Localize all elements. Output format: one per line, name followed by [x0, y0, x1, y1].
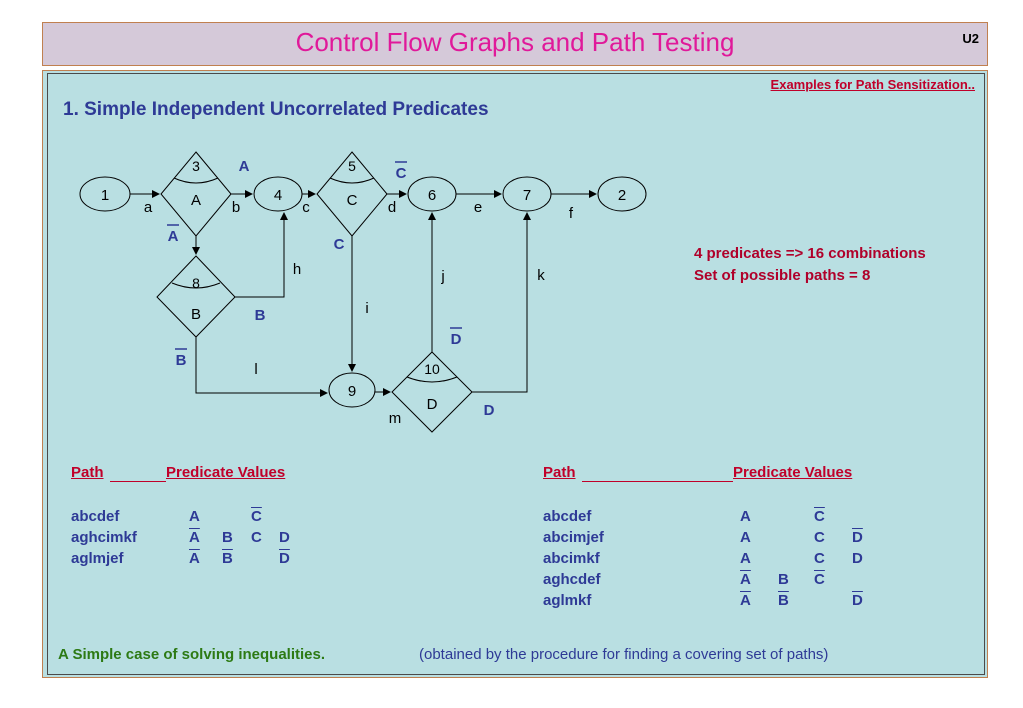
node-6: 6 [407, 176, 457, 212]
node-7-label: 7 [523, 187, 531, 204]
panel-border [47, 73, 985, 675]
table-left-row-pred: A [189, 529, 200, 546]
table-left-row-pred: D [279, 529, 290, 546]
edge-label-j: j [440, 268, 444, 285]
decision-10-pred: D [427, 396, 438, 413]
page-title: Control Flow Graphs and Path Testing [295, 27, 735, 57]
table-right-col-underline [582, 464, 733, 482]
table-right-row-pred: B [778, 592, 789, 609]
table-right-col-pred: Predicate Values [733, 464, 853, 481]
edge-label-l: l [254, 361, 257, 378]
edge-labels: a b c d e f h i j k l m [144, 199, 574, 427]
table-right-row-pred: D [852, 550, 863, 567]
edge-l [195, 337, 328, 397]
table-left-row-pred: D [279, 550, 290, 567]
table-right-row-pred: D [852, 592, 863, 609]
table-right-row-pred: A [740, 571, 751, 588]
edge-label-e: e [474, 199, 482, 216]
node-9: 9 [328, 372, 376, 408]
table-right-row-path: abcimjef [543, 529, 604, 546]
table-right-row-pred: A [740, 592, 751, 609]
table-right-row-pred: D [852, 529, 863, 546]
decision-3: 3 A [160, 151, 232, 237]
node-1: 1 [79, 176, 131, 212]
pred-label-C: C [334, 236, 345, 253]
decision-5-pred: C [347, 192, 358, 209]
table-left-col-pred: Predicate Values [166, 464, 286, 481]
table-left-col-underline [110, 464, 166, 482]
predicate-labels: A A C C B B D D [167, 158, 495, 419]
table-left-row-pred: C [251, 529, 262, 546]
table-left-row-pred: C [251, 508, 262, 525]
slide-code: U2 [962, 31, 979, 46]
decision-5: 5 C [316, 151, 388, 237]
decision-8-pred: B [191, 306, 201, 323]
decision-5-num: 5 [348, 158, 356, 174]
edge-label-d: d [388, 199, 396, 216]
pred-label-B-bar: B [176, 352, 187, 369]
edge-h [235, 212, 288, 298]
decision-3-pred: A [191, 192, 201, 209]
edge-k [472, 212, 531, 393]
node-2: 2 [597, 176, 647, 212]
table-left-row-pred: B [222, 550, 233, 567]
decision-10-num: 10 [424, 361, 440, 377]
title-bar: Control Flow Graphs and Path Testing U2 [42, 22, 988, 66]
table-right-row-path: aglmkf [543, 592, 592, 609]
edge-label-k: k [537, 267, 545, 284]
decision-8: 8 B [156, 255, 236, 338]
node-6-label: 6 [428, 187, 436, 204]
edges [130, 190, 597, 397]
section-heading: 1. Simple Independent Uncorrelated Predi… [63, 99, 489, 120]
table-left-row-pred: A [189, 550, 200, 567]
table-right-row-pred: C [814, 550, 825, 567]
edge-label-a: a [144, 199, 153, 216]
pred-label-D: D [484, 402, 495, 419]
node-9-label: 9 [348, 383, 356, 400]
edge-label-f: f [569, 205, 574, 222]
note-combinations: 4 predicates => 16 combinations [694, 245, 926, 262]
footer-green-text: A Simple case of solving inequalities. [58, 646, 326, 663]
content-panel: Examples for Path Sensitization.. 1. Sim… [42, 70, 988, 678]
table-right-row-pred: B [778, 571, 789, 588]
table-left-row-path: abcdef [71, 508, 120, 525]
decision-8-num: 8 [192, 275, 200, 291]
node-4: 4 [253, 176, 303, 212]
pred-label-C-bar: C [396, 165, 407, 182]
table-right-col-path: Path [543, 464, 576, 481]
decision-10: 10 D [391, 351, 473, 433]
table-right-row-path: abcimkf [543, 550, 600, 567]
pred-label-A-bar: A [168, 228, 179, 245]
pred-label-D-bar: D [451, 331, 462, 348]
table-right-row-pred: C [814, 508, 825, 525]
table-right-row-path: abcdef [543, 508, 592, 525]
examples-link[interactable]: Examples for Path Sensitization.. [770, 77, 975, 92]
table-left-row-path: aglmjef [71, 550, 124, 567]
table-right-row-pred: A [740, 508, 751, 525]
table-right-row-pred: A [740, 550, 751, 567]
pred-label-A: A [239, 158, 250, 175]
table-left-row-path: aghcimkf [71, 529, 137, 546]
pred-label-B: B [255, 307, 266, 324]
table-right-row-pred: A [740, 529, 751, 546]
table-left-row-pred: B [222, 529, 233, 546]
table-left-col-path: Path [71, 464, 104, 481]
edge-label-b: b [232, 199, 240, 216]
note-paths: Set of possible paths = 8 [694, 267, 871, 284]
node-2-label: 2 [618, 187, 626, 204]
table-right-row-path: aghcdef [543, 571, 601, 588]
edge-label-h: h [293, 261, 301, 278]
decision-3-num: 3 [192, 158, 200, 174]
edge-label-c: c [302, 199, 310, 216]
footer-note: (obtained by the procedure for finding a… [419, 646, 829, 663]
table-right-row-pred: C [814, 529, 825, 546]
table-right-row-pred: C [814, 571, 825, 588]
table-left-row-pred: A [189, 508, 200, 525]
node-4-label: 4 [274, 187, 282, 204]
node-1-label: 1 [101, 187, 109, 204]
node-7: 7 [502, 176, 552, 212]
edge-label-i: i [365, 300, 368, 317]
edge-label-m: m [389, 410, 402, 427]
